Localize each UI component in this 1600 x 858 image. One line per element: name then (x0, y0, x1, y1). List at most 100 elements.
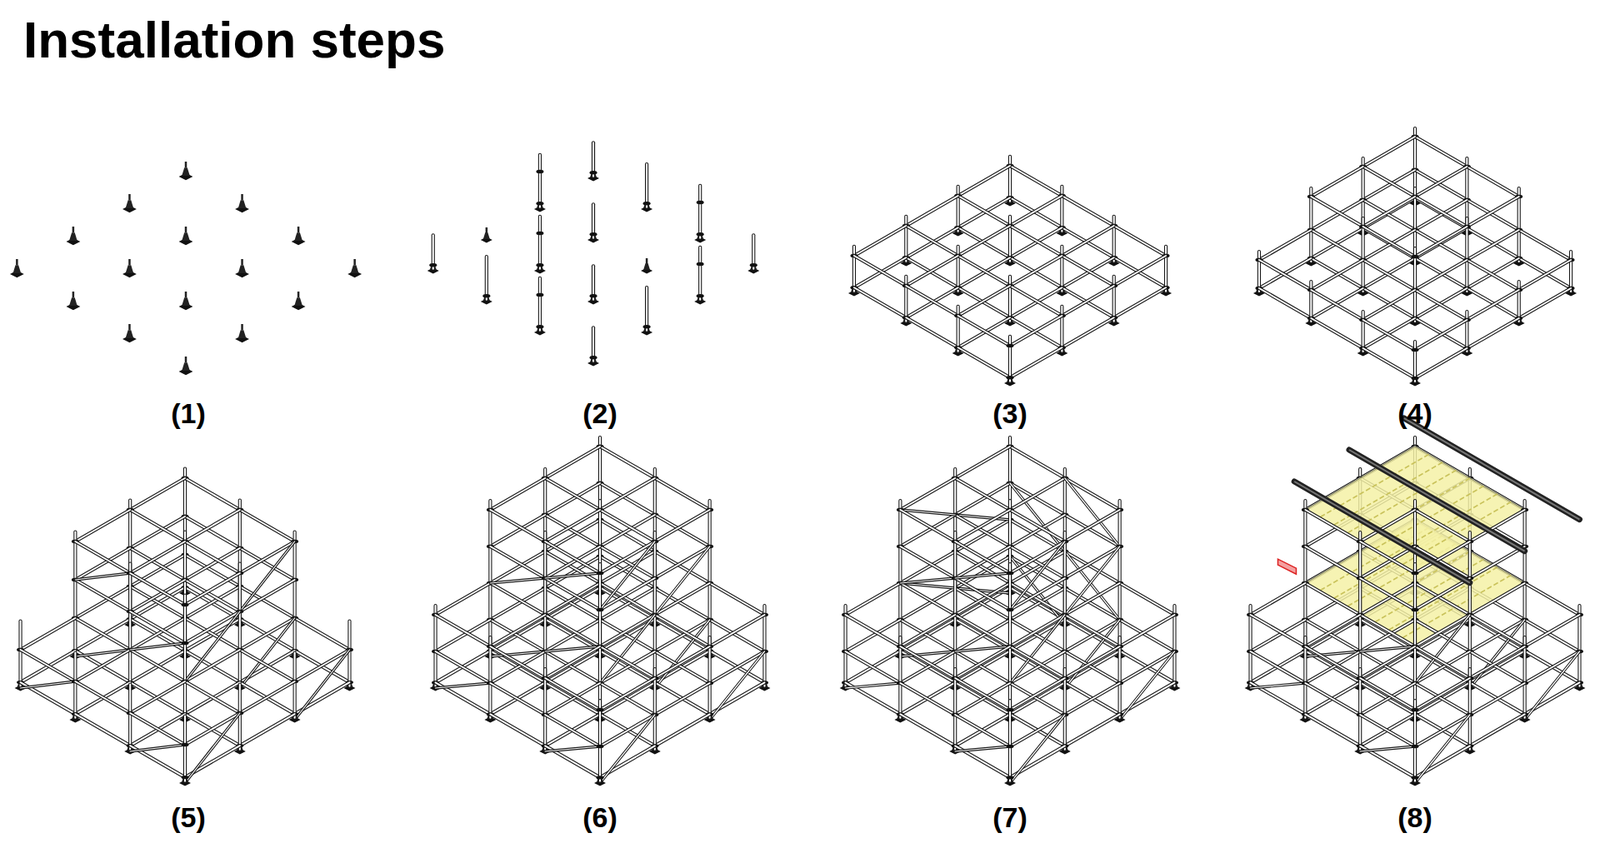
tube-outline (130, 573, 185, 605)
rosette-node (1411, 348, 1420, 352)
tube-body (1010, 483, 1065, 515)
tube-outline (1061, 195, 1114, 226)
tube-body (1519, 260, 1571, 290)
tube-outline (185, 510, 240, 542)
tube-outline (240, 681, 295, 714)
tube-body (539, 278, 541, 331)
tube-outline (710, 583, 765, 615)
tube-outline (1008, 216, 1012, 262)
scaffold-tube (655, 682, 710, 715)
scaffold-tube (600, 682, 655, 715)
tube-outline (1164, 246, 1168, 292)
rosette-node (535, 325, 544, 329)
tube-outline (655, 546, 710, 615)
tube-outline (1010, 478, 1065, 510)
scaffold-tube (1415, 170, 1467, 200)
tube-outline (1112, 216, 1116, 262)
scaffold-tube (1010, 478, 1065, 510)
scaffold-std (1058, 246, 1066, 292)
scaffold-std (1411, 341, 1420, 382)
tube-outline (1010, 510, 1065, 542)
rosette-node (590, 294, 598, 298)
tube-body (1363, 170, 1415, 200)
tube-outline (490, 551, 545, 584)
tube-outline (900, 510, 955, 542)
tube-outline (956, 246, 960, 292)
tube-outline (1415, 166, 1467, 197)
scaffold-std (750, 235, 758, 270)
tube-outline (854, 287, 906, 318)
scaffold-std (126, 685, 135, 750)
tube-body (1065, 619, 1120, 651)
tube-body (1060, 186, 1063, 232)
tube-outline (435, 682, 491, 715)
tube-body (1258, 251, 1260, 292)
scaffold-tube (955, 515, 1010, 547)
tube-body (699, 185, 701, 239)
scaffold-std (954, 186, 962, 232)
scaffold-tube (545, 650, 600, 683)
tube-outline (600, 650, 655, 683)
tube-outline (958, 225, 1010, 256)
tube-body (185, 510, 240, 542)
scaffold-tube (1415, 260, 1467, 290)
scaffold-std (705, 500, 714, 655)
tube-outline (1061, 225, 1114, 256)
scaffold-tube (490, 620, 545, 652)
scaffold-jack (66, 226, 81, 245)
scaffold-brace (545, 746, 600, 752)
scaffold-brace (900, 578, 955, 584)
tube-outline (904, 216, 908, 262)
tube-body (600, 651, 655, 684)
tube-body (905, 216, 907, 262)
scaffold-tube (1259, 260, 1311, 290)
scaffold-tube (490, 551, 545, 584)
tube-body (955, 620, 1010, 652)
tube-body (1060, 246, 1063, 292)
scaffold-std (596, 564, 605, 719)
tube-body (74, 653, 76, 719)
tube-outline (1466, 290, 1519, 320)
scaffold-tube (1415, 290, 1467, 320)
tube-outline (1466, 260, 1519, 290)
scaffold-tube (655, 515, 710, 547)
scaffold-std (643, 164, 651, 208)
tube-outline (708, 500, 712, 655)
scaffold-std (1006, 216, 1015, 262)
jack-screw (128, 194, 131, 200)
tube-body (600, 615, 655, 647)
tube-body (75, 714, 130, 746)
scaffold-jack (291, 226, 306, 245)
tube-body (600, 683, 655, 715)
scaffold-tube (1415, 166, 1467, 197)
tube-body (600, 715, 655, 747)
scaffold-tube (600, 515, 655, 547)
tube-outline (538, 155, 542, 208)
scaffold-tube (240, 541, 295, 574)
scaffold-tube (600, 510, 655, 542)
scaffold-jack (235, 259, 250, 278)
tube-body (185, 650, 240, 682)
scaffold-tube (1010, 165, 1062, 196)
tube-body (130, 510, 185, 542)
tube-body (1466, 200, 1519, 230)
tube-body (130, 586, 185, 619)
jack-screw (297, 291, 300, 298)
tube-body (1466, 196, 1519, 227)
tube-body (854, 287, 906, 318)
tube-body (185, 478, 240, 510)
scaffold-std (290, 532, 299, 655)
tube-body (1009, 216, 1011, 262)
tube-body (545, 746, 600, 752)
scaffold-std (1463, 311, 1471, 352)
scaffold-std (1307, 281, 1315, 322)
scaffold-tube (958, 285, 1010, 316)
scaffold-brace (1065, 478, 1120, 547)
scaffold-tube (490, 683, 545, 715)
scaffold-tube (955, 478, 1010, 510)
tube-outline (1065, 515, 1120, 547)
scaffold-tube (655, 478, 710, 510)
tube-outline (600, 615, 655, 647)
scaffold-std (535, 216, 544, 270)
tube-outline (1415, 226, 1467, 257)
